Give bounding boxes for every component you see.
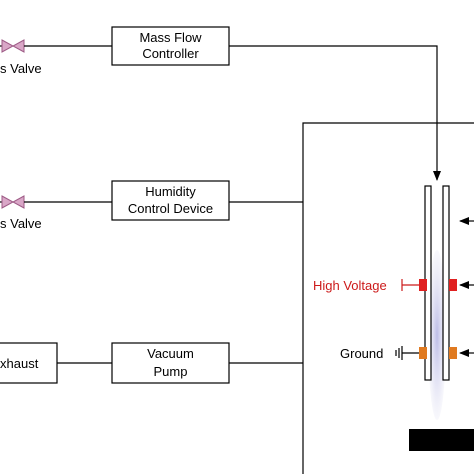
top-gas-line: s Valve Mass Flow Controller xyxy=(0,26,441,181)
vacuum-pump-label-line2: Pump xyxy=(154,364,188,379)
valve-icon[interactable] xyxy=(1,195,25,209)
substrate-block xyxy=(409,429,474,451)
humidity-control-device-label-line2: Control Device xyxy=(128,201,213,216)
electrode-icon xyxy=(419,347,427,359)
electrode-icon xyxy=(419,279,427,291)
gas-valve-label-top: s Valve xyxy=(0,61,42,76)
humidity-control-device-box[interactable]: Humidity Control Device xyxy=(111,180,230,221)
mass-flow-controller-label-line1: Mass Flow xyxy=(139,30,202,45)
right-dielectric-plate xyxy=(442,185,450,381)
mass-flow-controller-label-line2: Controller xyxy=(142,46,199,61)
exhaust-box[interactable]: xhaust xyxy=(0,342,58,384)
valve-icon[interactable] xyxy=(1,39,25,53)
humidity-control-device-label-line1: Humidity xyxy=(145,184,196,199)
humidity-line: s Valve Humidity Control Device xyxy=(0,180,303,231)
vacuum-line: xhaust Vacuum Pump xyxy=(0,342,303,384)
exhaust-label: xhaust xyxy=(0,356,39,371)
ground-label: Ground xyxy=(340,346,383,361)
vacuum-pump-box[interactable]: Vacuum Pump xyxy=(111,342,230,384)
reactor-chamber: High Voltage Ground xyxy=(302,122,474,474)
electrode-icon xyxy=(449,279,457,291)
vacuum-pump-label-line1: Vacuum xyxy=(147,346,194,361)
high-voltage-connector xyxy=(401,279,419,291)
ground-symbol-icon xyxy=(395,346,419,360)
gas-inlet-arrow xyxy=(229,45,441,181)
gas-valve-label-mid: s Valve xyxy=(0,216,42,231)
high-voltage-label: High Voltage xyxy=(313,278,387,293)
mass-flow-controller-box[interactable]: Mass Flow Controller xyxy=(111,26,230,66)
plasma-glow-icon xyxy=(428,250,446,420)
electrode-icon xyxy=(449,347,457,359)
chamber-wall xyxy=(302,122,474,474)
